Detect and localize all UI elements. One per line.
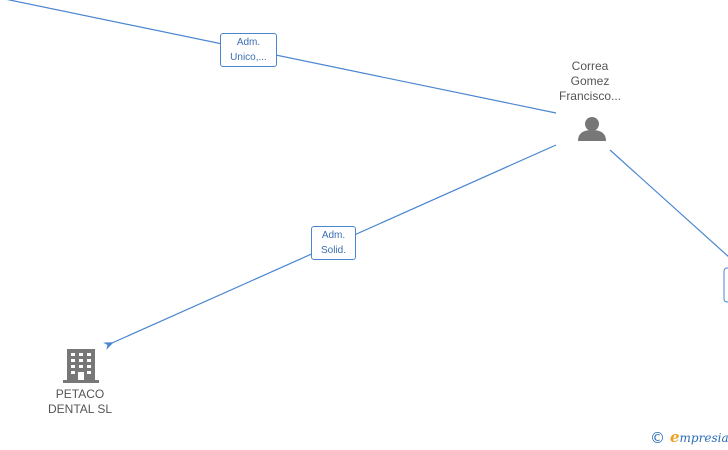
- brand-name: empresia: [670, 430, 728, 446]
- copyright-icon: ©: [650, 428, 665, 447]
- person-node-label[interactable]: Correa Gomez Francisco...: [540, 59, 640, 104]
- brand-watermark: © empresia: [650, 428, 728, 448]
- edge-label-line: Solid.: [320, 245, 346, 256]
- brand-initial: e: [670, 428, 680, 446]
- company-name-line: PETACO: [55, 387, 105, 401]
- person-icon[interactable]: [578, 117, 606, 141]
- company-name-line: DENTAL SL: [47, 402, 113, 416]
- person-name-line: Francisco...: [558, 89, 621, 103]
- edge-top-left: [6, 0, 557, 114]
- person-name-line: Gomez: [570, 74, 610, 88]
- edge-label-line: Adm.: [321, 230, 346, 241]
- person-name-line: Correa: [571, 59, 609, 73]
- company-node-label[interactable]: PETACO DENTAL SL: [30, 387, 130, 417]
- edge-label-right-partial: [723, 267, 728, 303]
- edge-label-line: Adm.: [236, 37, 261, 48]
- edge-to-right: [609, 149, 728, 258]
- brand-rest: mpresia: [679, 431, 728, 445]
- building-icon[interactable]: [63, 349, 99, 383]
- edge-label-line: Unico,...: [230, 52, 267, 63]
- edge-label-adm-solid[interactable]: Adm. Solid.: [311, 226, 356, 260]
- edge-label-adm-unico[interactable]: Adm. Unico,...: [220, 33, 277, 67]
